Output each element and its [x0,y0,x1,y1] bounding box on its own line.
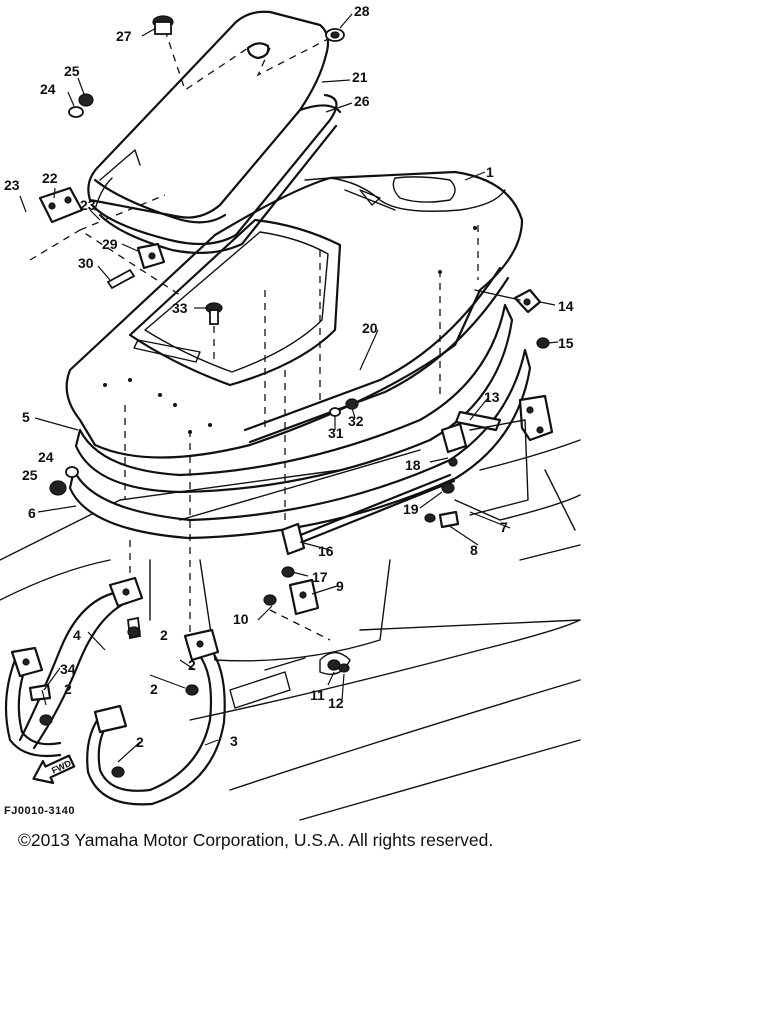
callout-9: 9 [336,578,344,594]
hinge-plate [29,186,181,296]
figure-code: FJ0010-3140 [4,805,75,817]
nut-pair-lower [49,466,79,496]
callout-23b: 23 [80,197,96,213]
callout-12: 12 [328,695,344,711]
leader-lines [19,13,559,763]
callout-17: 17 [312,569,328,585]
callout-33: 33 [172,300,188,316]
assembly-lines [124,225,479,640]
callout-30: 30 [78,255,94,271]
hinge-bracket [106,242,166,290]
callout-24b: 24 [38,449,54,465]
callout-2e: 2 [64,681,72,697]
callout-22: 22 [42,170,58,186]
callout-21: 21 [352,69,368,85]
hood-catch [263,566,331,641]
exploded-parts-diagram: FWD [0,3,581,821]
callout-19: 19 [403,501,419,517]
nut-pair-upper [68,93,94,118]
callout-1: 1 [486,164,494,180]
callout-20: 20 [362,320,378,336]
lid-seal [298,104,342,114]
callout-2d: 2 [136,734,144,750]
callout-28: 28 [354,3,370,19]
callout-31: 31 [328,425,344,441]
callout-26: 26 [354,93,370,109]
callout-6: 6 [28,505,36,521]
callout-14: 14 [558,298,574,314]
callout-2a: 2 [160,627,168,643]
callout-2b: 2 [188,657,196,673]
callout-7: 7 [500,519,508,535]
callout-11: 11 [310,687,325,703]
callout-13: 13 [484,389,500,405]
callout-5: 5 [22,409,30,425]
handrail-right [86,628,226,806]
deck-nuts [319,651,351,675]
callout-32: 32 [348,413,364,429]
callout-10: 10 [233,611,249,627]
callout-15: 15 [558,335,574,351]
callout-3: 3 [230,733,238,749]
callout-23a: 23 [4,177,20,193]
grommet [325,28,345,42]
callout-27: 27 [116,28,132,44]
copyright-notice: ©2013 Yamaha Motor Corporation, U.S.A. A… [18,830,494,850]
knob [152,15,174,35]
handrail-left [18,576,144,750]
callout-29: 29 [102,236,118,252]
handrail-far-left [4,646,62,758]
hinge-block [454,394,554,521]
engine-hood [65,170,532,540]
callout-24a: 24 [40,81,56,97]
storage-box [149,559,391,662]
hull-deck-lines [0,439,581,821]
callout-34: 34 [60,661,76,677]
callout-25a: 25 [64,63,80,79]
callout-8: 8 [470,542,478,558]
stay-rod [280,422,468,556]
callout-4: 4 [73,627,81,643]
latch-right [474,288,550,349]
hatch-lid [87,10,338,254]
callout-numbers: 1 2 2 2 2 2 3 4 5 6 7 8 9 10 11 12 13 14… [4,3,574,750]
callout-18: 18 [405,457,421,473]
callout-25b: 25 [22,467,38,483]
callout-2c: 2 [150,681,158,697]
callout-16: 16 [318,543,334,559]
